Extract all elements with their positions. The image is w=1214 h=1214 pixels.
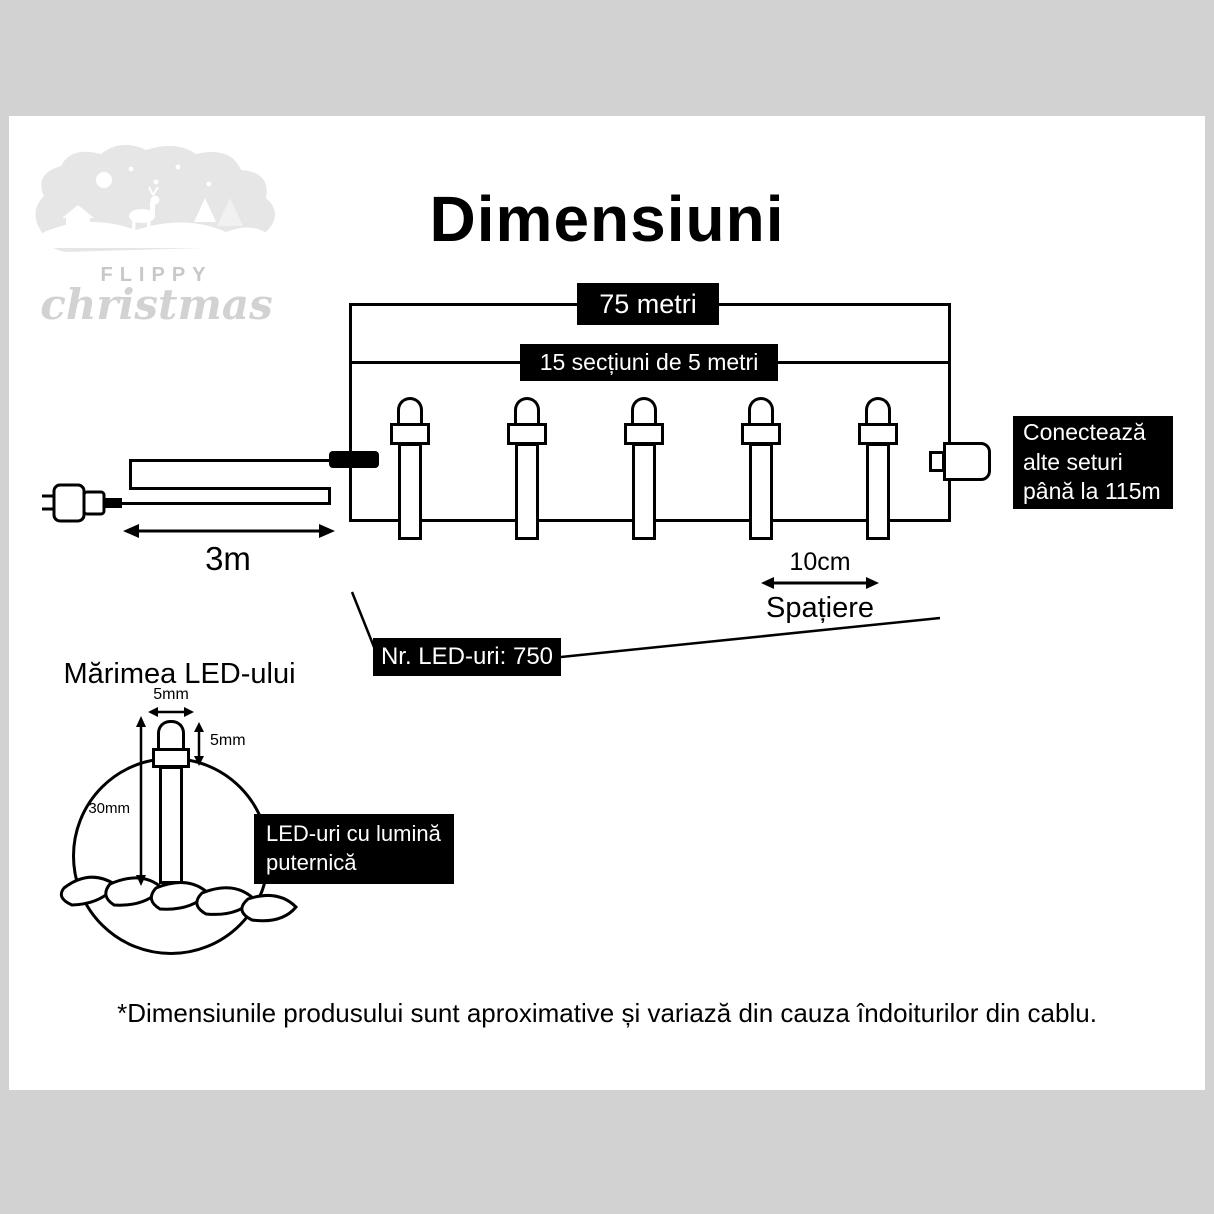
logo-wordmark-christmas: christmas <box>40 280 273 329</box>
power-plug-icon <box>42 483 122 523</box>
tip-width-arrow <box>148 707 194 717</box>
spacing-value-label: 10cm <box>789 548 851 576</box>
house-icon <box>66 216 90 236</box>
led-size-title: Mărimea LED-ului <box>63 658 296 690</box>
tip-width-label: 5mm <box>153 686 189 703</box>
extend-note-label: Conectează alte seturi până la 115m <box>1013 416 1173 509</box>
lead-length-arrow <box>123 524 335 538</box>
led-bulb <box>390 397 430 540</box>
tip-height-arrow <box>194 722 204 766</box>
tree-icon <box>217 198 243 226</box>
brand-logo: FLIPPY christmas <box>24 142 289 372</box>
twisted-wire-icon <box>59 875 299 923</box>
frame-right-line <box>948 303 951 522</box>
detail-led-tip <box>157 720 185 750</box>
sections-label: 15 secțiuni de 5 metri <box>520 344 778 381</box>
bright-led-note: LED-uri cu lumină puternică <box>254 814 454 884</box>
detail-led-body <box>159 766 183 884</box>
led-bulb <box>741 397 781 540</box>
led-bulb <box>624 397 664 540</box>
lead-wire-segment <box>328 487 331 505</box>
led-bulb <box>507 397 547 540</box>
lead-wire-segment <box>130 487 330 490</box>
tree-icon <box>194 198 216 222</box>
end-connector-icon <box>943 442 991 481</box>
frame-left-line <box>349 303 352 522</box>
logo-illustration <box>35 144 275 252</box>
lead-wire-segment <box>130 459 342 462</box>
lead-wire-segment <box>129 459 132 490</box>
page-title: Dimensiuni <box>429 183 785 255</box>
spacing-title-label: Spațiere <box>765 592 874 624</box>
detail-led-cap <box>152 748 190 768</box>
disclaimer-text: *Dimensiunile produsului sunt aproximati… <box>117 998 1097 1028</box>
lead-wire-segment <box>120 502 330 505</box>
led-count-label: Nr. LED-uri: 750 <box>373 638 561 676</box>
lead-length-label: 3m <box>205 540 251 577</box>
cable-joiner-icon <box>329 451 379 468</box>
snow-hills <box>40 221 268 248</box>
led-bulb <box>858 397 898 540</box>
total-height-label: 30mm <box>88 800 130 817</box>
logo-wordmark-flippy: FLIPPY <box>100 264 213 286</box>
total-length-label: 75 metri <box>577 283 719 325</box>
tip-height-label: 5mm <box>210 732 246 749</box>
total-height-arrow <box>136 716 146 886</box>
moon-icon <box>96 172 112 188</box>
spacing-arrow <box>761 577 879 589</box>
deer-icon <box>129 186 160 234</box>
